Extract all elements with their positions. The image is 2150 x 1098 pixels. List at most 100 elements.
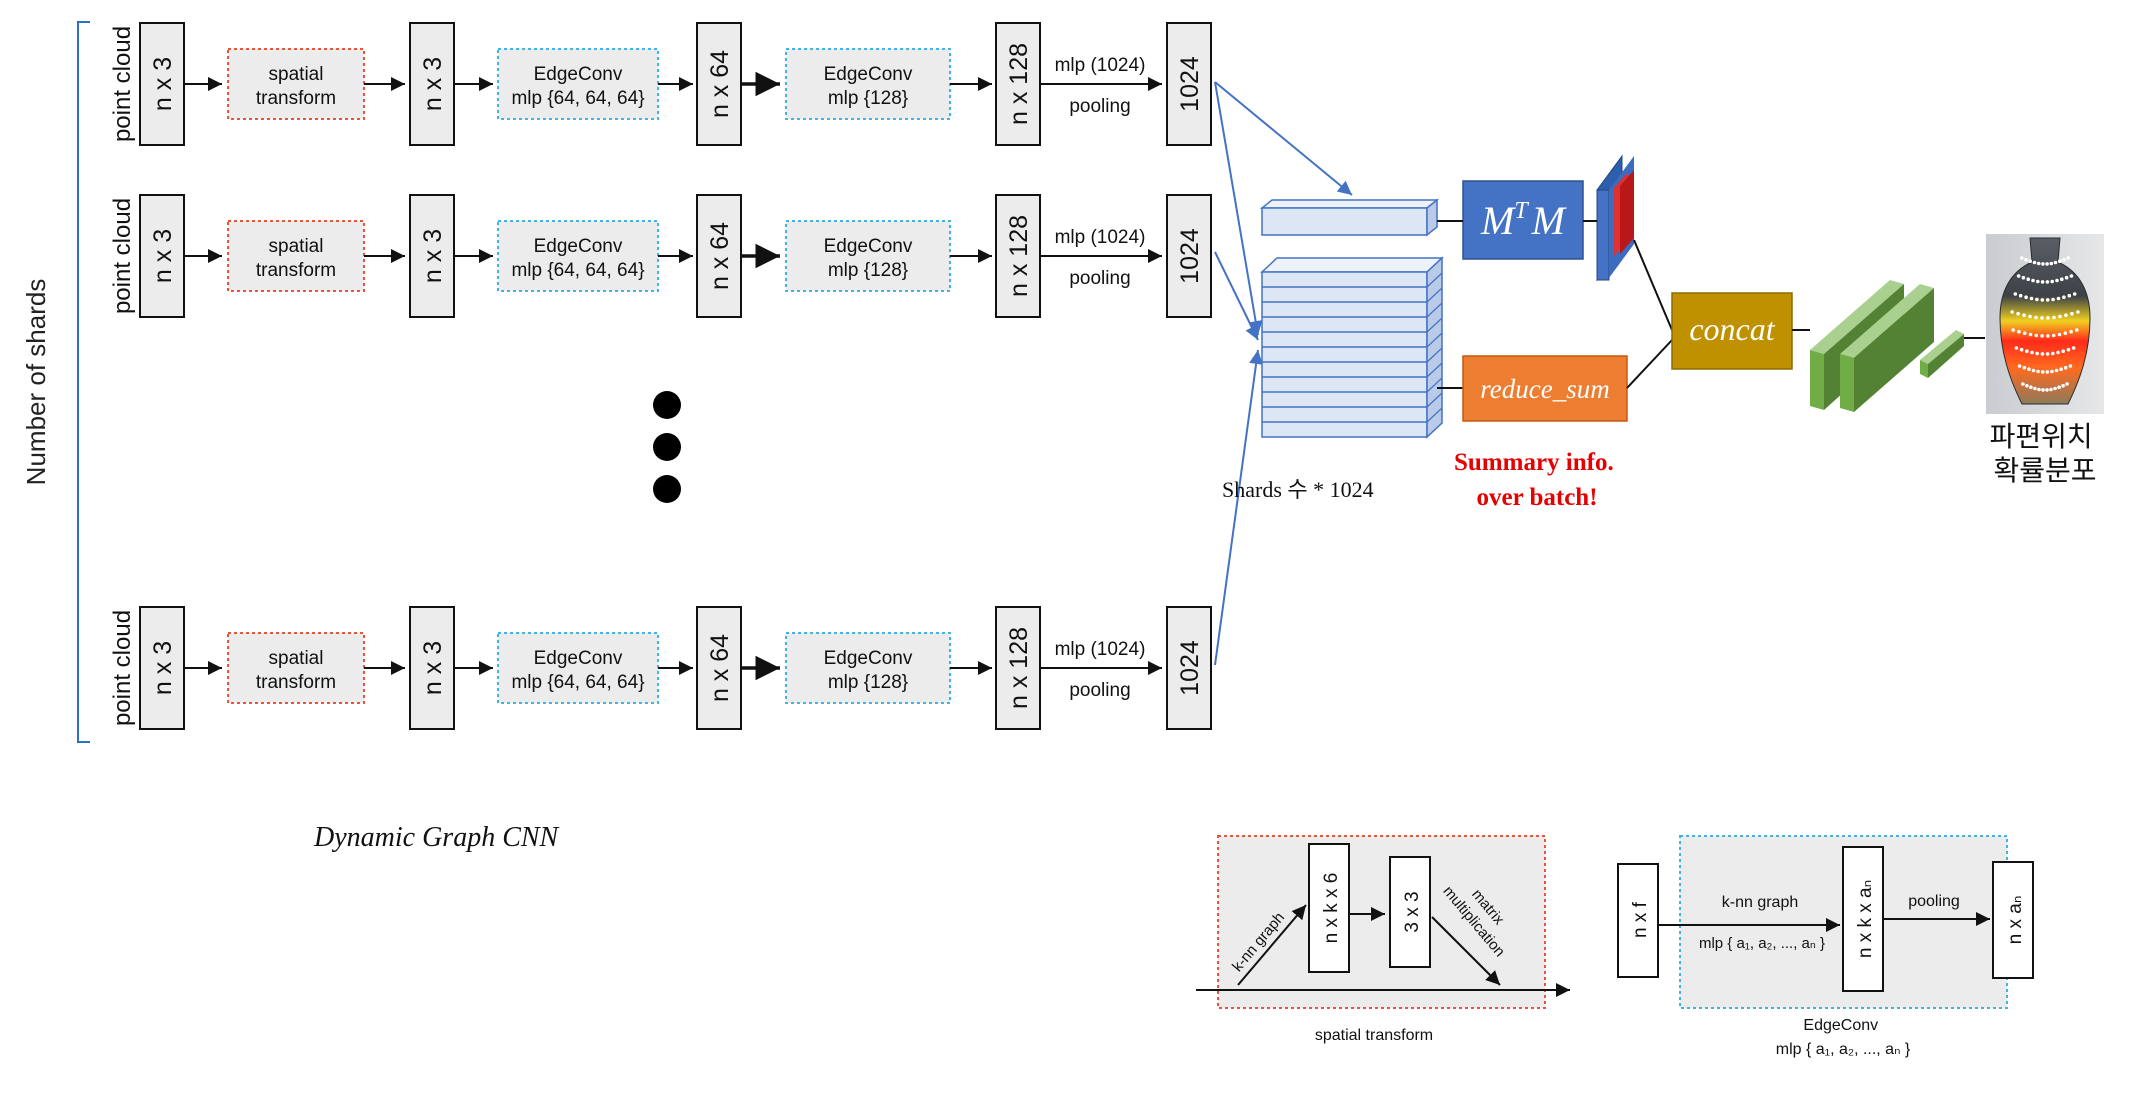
pooling-label: pooling	[1069, 680, 1130, 701]
spatial-transform-box-text: spatial transform	[256, 64, 336, 109]
edgeconv2-box	[785, 632, 951, 704]
edgeconv2-box-line-2: mlp {128}	[828, 88, 908, 109]
reduce-sum-label: reduce_sum	[1480, 374, 1609, 404]
result-label: 파편위치 확률분포	[1990, 421, 2101, 486]
shards-bracket	[77, 21, 90, 743]
edgeconv1-box	[497, 220, 659, 292]
edgeconv1-box-line-1: EdgeConv	[534, 236, 623, 257]
connector-lines	[1214, 81, 1353, 666]
edgeconv1-box-line-1: EdgeConv	[534, 648, 623, 669]
transformed-shape-box-label: n x 3	[419, 641, 447, 695]
edgeconv-output: n x aₙ	[2005, 896, 2026, 945]
edgeconv2-box-line-1: EdgeConv	[824, 236, 913, 257]
input-shape-box-label: n x 3	[149, 229, 177, 283]
edgeconv-input: n x f	[1630, 901, 1651, 938]
dense-layers	[1792, 280, 1985, 412]
transformed-shape-box-label: n x 3	[419, 229, 447, 283]
edgeconv-mlp-label: mlp { a₁, a₂, ..., aₙ }	[1699, 935, 1825, 952]
concat-label: concat	[1689, 311, 1775, 347]
transformed-shape-box	[409, 22, 455, 146]
mlp-label: mlp (1024)	[1055, 639, 1146, 660]
pooling-label: pooling	[1069, 268, 1130, 289]
edgeconv-caption-2: mlp { a₁, a₂, ..., aₙ }	[1776, 1041, 1911, 1058]
edgeconv2-box-text: EdgeConv mlp {128}	[824, 64, 913, 109]
ellipsis-dot	[653, 433, 681, 461]
edgeconv1-output-box	[696, 194, 742, 318]
edgeconv-middle: n x k x aₙ	[1855, 880, 1876, 958]
ellipsis-dot	[653, 391, 681, 419]
summary-feature-bar	[1259, 198, 1440, 237]
result-line-2: 확률분포	[1993, 455, 2096, 486]
edgeconv2-box-text: EdgeConv mlp {128}	[824, 648, 913, 693]
ellipsis-dot	[653, 475, 681, 503]
edgeconv-knn-label: k-nn graph	[1722, 894, 1799, 911]
edgeconv2-box-line-1: EdgeConv	[824, 648, 913, 669]
global-feature-box	[1166, 194, 1212, 318]
spatial-transform-detail: k-nn graph n x k x 6 3 x 3 matrix multip…	[1196, 835, 1570, 1044]
edgeconv1-output-box-label: n x 64	[706, 50, 734, 118]
edgeconv2-output-box-label: n x 128	[1005, 43, 1033, 125]
point-cloud-label: point cloud	[109, 198, 136, 314]
global-feature-box-label: 1024	[1176, 228, 1204, 284]
edgeconv2-box	[785, 220, 951, 292]
mlp-label: mlp (1024)	[1055, 55, 1146, 76]
shards-caption: Shards 수 * 1024	[1222, 477, 1374, 502]
spatial-transform-box-line-2: transform	[256, 672, 336, 693]
edgeconv2-box-line-2: mlp {128}	[828, 672, 908, 693]
dgcnn-caption: Dynamic Graph CNN	[313, 822, 560, 853]
transformed-shape-box-label: n x 3	[419, 57, 447, 111]
summary-line-1: Summary info.	[1454, 449, 1614, 476]
edgeconv1-box-line-2: mlp {64, 64, 64}	[511, 88, 644, 109]
point-cloud-label: point cloud	[109, 610, 136, 726]
spatial-transform-box-line-2: transform	[256, 88, 336, 109]
edgeconv1-box-line-2: mlp {64, 64, 64}	[511, 672, 644, 693]
transformed-shape-box	[409, 606, 455, 730]
edgeconv1-box-line-2: mlp {64, 64, 64}	[511, 260, 644, 281]
pipeline-row-1: point cloud n x 3 spatial transform n x 3 Edg…	[109, 22, 1212, 146]
spatial-transform-box	[227, 632, 365, 704]
global-feature-box	[1166, 606, 1212, 730]
matrix-block	[1596, 154, 1634, 282]
input-shape-box	[139, 22, 185, 146]
spatial-detail-caption: spatial transform	[1315, 1027, 1433, 1044]
ellipsis-dots	[653, 391, 681, 503]
summary-note: Summary info. over batch!	[1454, 449, 1620, 511]
number-of-shards-label: Number of shards	[21, 279, 51, 486]
shard-feature-stack	[1260, 256, 1444, 439]
pooling-label: pooling	[1069, 96, 1130, 117]
input-shape-box	[139, 194, 185, 318]
edgeconv2-box-line-2: mlp {128}	[828, 260, 908, 281]
result-line-1: 파편위치	[1990, 421, 2093, 452]
edgeconv1-box-line-1: EdgeConv	[534, 64, 623, 85]
edgeconv1-box-text: EdgeConv mlp {64, 64, 64}	[511, 64, 644, 109]
input-shape-box-label: n x 3	[149, 641, 177, 695]
global-feature-box-label: 1024	[1176, 640, 1204, 696]
edgeconv2-output-box-label: n x 128	[1005, 215, 1033, 297]
edgeconv-pooling-label: pooling	[1908, 893, 1960, 910]
spatial-shape1: n x k x 6	[1321, 873, 1342, 944]
svg-text:EdgeConv mlp { a₁, a₂, .: EdgeConv mlp { a₁, a₂, ..., aₙ }	[1776, 1017, 1911, 1058]
edgeconv2-box-line-1: EdgeConv	[824, 64, 913, 85]
input-shape-box-label: n x 3	[149, 57, 177, 111]
global-feature-box	[1166, 22, 1212, 146]
spatial-transform-box-line-2: transform	[256, 260, 336, 281]
spatial-transform-box-line-1: spatial	[269, 64, 324, 85]
edgeconv2-box	[785, 48, 951, 120]
pipeline-row-3: point cloud n x 3 spatial transform n x 3 Edg…	[109, 606, 1212, 730]
edgeconv2-output-box	[995, 194, 1041, 318]
mtm-box	[1462, 180, 1584, 260]
spatial-transform-box-text: spatial transform	[256, 648, 336, 693]
transformed-shape-box	[409, 194, 455, 318]
edgeconv2-box-text: EdgeConv mlp {128}	[824, 236, 913, 281]
mlp-label: mlp (1024)	[1055, 227, 1146, 248]
edgeconv1-output-box-label: n x 64	[706, 634, 734, 702]
edgeconv1-output-box-label: n x 64	[706, 222, 734, 290]
spatial-transform-box-line-1: spatial	[269, 648, 324, 669]
edgeconv-caption-1: EdgeConv	[1803, 1017, 1878, 1034]
edgeconv2-output-box-label: n x 128	[1005, 627, 1033, 709]
summary-line-2: over batch!	[1476, 484, 1597, 511]
edgeconv2-output-box	[995, 606, 1041, 730]
point-cloud-label: point cloud	[109, 26, 136, 142]
